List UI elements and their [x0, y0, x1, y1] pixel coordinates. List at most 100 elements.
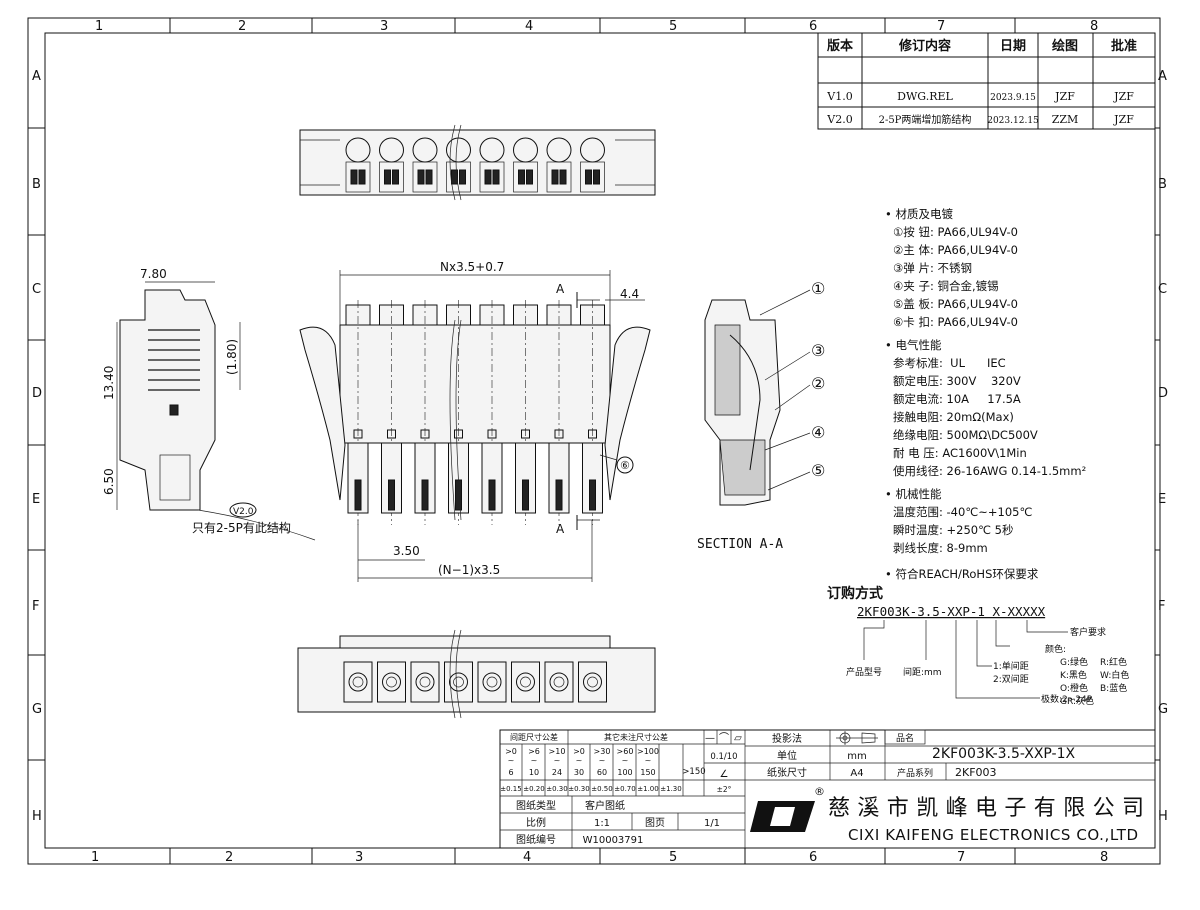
terminal-cell — [477, 661, 507, 703]
screw-hole — [415, 672, 435, 692]
slot — [350, 169, 358, 185]
electrical-item: 接触电阻: 20mΩ(Max) — [893, 410, 1014, 424]
mechanical-item: 剥线长度: 8-9mm — [893, 541, 988, 555]
slot — [425, 169, 433, 185]
range-max: 10 — [529, 768, 539, 777]
callout-2: ② — [811, 374, 825, 393]
push-button — [513, 137, 538, 163]
range-sep: ~ — [576, 756, 583, 765]
wire-entry — [546, 161, 572, 193]
electrical-title: • 电气性能 — [885, 338, 942, 352]
electrical-item: 额定电压: 300V 320V — [893, 374, 1021, 388]
paper: A4 — [850, 768, 863, 779]
tolerance-value: ±1.00 — [637, 785, 658, 793]
product-series: 2KF003 — [955, 766, 997, 779]
tolerance-ranges: >0 >6 >10 >0 >30 >60 >100 ~ ~ ~ ~ ~ ~ ~ … — [505, 747, 659, 777]
rev-cell: 2-5P两端增加筋结构 — [879, 113, 972, 126]
arc-symbol: ⌒ — [719, 732, 729, 744]
wire-entry — [412, 161, 438, 193]
col-label: 4 — [523, 850, 531, 865]
electrical-item: 使用线径: 26-16AWG 0.14-1.5mm² — [893, 464, 1086, 478]
latch-window — [588, 429, 597, 439]
dim-side-width: 7.80 — [140, 267, 167, 281]
contact-pin — [555, 479, 563, 511]
contact-pin — [522, 479, 529, 511]
front-view — [299, 270, 651, 582]
latch-window — [454, 429, 463, 439]
spacing-1: 1:单间距 — [993, 660, 1029, 672]
projection-symbol-icon — [836, 731, 878, 745]
row-label: D — [1158, 386, 1168, 401]
outer-frame — [27, 17, 1161, 865]
col-label: 8 — [1100, 850, 1108, 865]
callout-5: ⑤ — [811, 461, 825, 480]
company-logo: ® — [750, 785, 825, 832]
ordering-code: 2KF003K-3.5-XXP-1 X-XXXXX — [857, 604, 1046, 619]
rev-cell: JZF — [1113, 113, 1134, 126]
electrical-item: 额定电流: 10A 17.5A — [893, 392, 1021, 406]
push-button — [546, 137, 572, 163]
col-label: 7 — [937, 19, 945, 34]
straightness-symbol: — — [705, 733, 715, 744]
col-label: 5 — [669, 19, 677, 34]
col-label: 7 — [957, 850, 965, 865]
screw-hole — [382, 672, 401, 692]
slot — [384, 169, 391, 185]
row-label: F — [1158, 599, 1165, 614]
wire-entry — [513, 161, 538, 193]
version-note: 只有2-5P有此结构 — [192, 520, 291, 535]
section-marker-bottom: A — [556, 522, 565, 536]
projection-label: 投影法 — [772, 732, 802, 745]
flatness-symbol: ▱ — [734, 733, 742, 744]
rev-cell: DWG.REL — [897, 90, 953, 103]
slot — [526, 169, 533, 185]
dim-overall: Nx3.5+0.7 — [440, 260, 504, 274]
rev-cell: V1.0 — [826, 90, 852, 103]
slot — [593, 169, 600, 185]
tolerance-value: ±0.20 — [523, 785, 544, 793]
color-option: R:红色 — [1100, 656, 1127, 668]
unit: mm — [847, 751, 866, 762]
pin-housing — [481, 442, 503, 514]
col-label: 8 — [1090, 19, 1098, 34]
material-item: ⑤盖 板: PA66,UL94V-0 — [893, 297, 1018, 311]
screw-hole-inner — [419, 676, 431, 688]
tolerance-value: ±1.30 — [660, 785, 681, 793]
range-sep: ~ — [531, 756, 538, 765]
range-min: >100 — [637, 747, 659, 756]
dim-side-lower: 6.50 — [102, 468, 116, 495]
range-min: >0 — [505, 747, 517, 756]
row-label: E — [32, 492, 40, 507]
rev-header: 日期 — [1000, 39, 1026, 54]
row-label: H — [1158, 809, 1168, 824]
screw-hole-inner — [587, 676, 598, 688]
electrical-item: 耐 电 压: AC1600V\1Min — [893, 446, 1027, 460]
col-label: 1 — [91, 850, 99, 865]
range-min: >6 — [528, 747, 540, 756]
terminal-cell — [544, 661, 574, 703]
callout-1: ① — [811, 279, 825, 298]
material-item: ①按 钮: PA66,UL94V-0 — [893, 225, 1018, 239]
push-button — [412, 137, 438, 163]
other-tolerance-header: 其它未注尺寸公差 — [604, 732, 668, 742]
wire-entry — [379, 161, 404, 193]
electrical-item: 绝缘电阻: 500MΩ\DC500V — [893, 428, 1038, 442]
row-label: C — [32, 282, 41, 297]
push-button — [479, 137, 505, 163]
rev-cell: ZZM — [1052, 113, 1079, 126]
dim-side-height: 13.40 — [102, 366, 116, 400]
terminal-cell — [410, 661, 440, 703]
bottom-view — [297, 629, 656, 719]
row-label: G — [1158, 702, 1168, 717]
drawing-number: W10003791 — [583, 835, 644, 846]
latch-window — [420, 429, 430, 439]
slot — [551, 169, 559, 185]
color-title: 颜色: — [1045, 643, 1066, 655]
poles-label: 极数:2~24P — [1041, 693, 1093, 705]
range-max: 24 — [552, 768, 562, 777]
slot — [358, 169, 366, 185]
rev-cell: 2023.9.15 — [990, 93, 1036, 103]
paper-label: 纸张尺寸 — [767, 766, 807, 779]
drawing-type: 客户图纸 — [585, 799, 625, 812]
